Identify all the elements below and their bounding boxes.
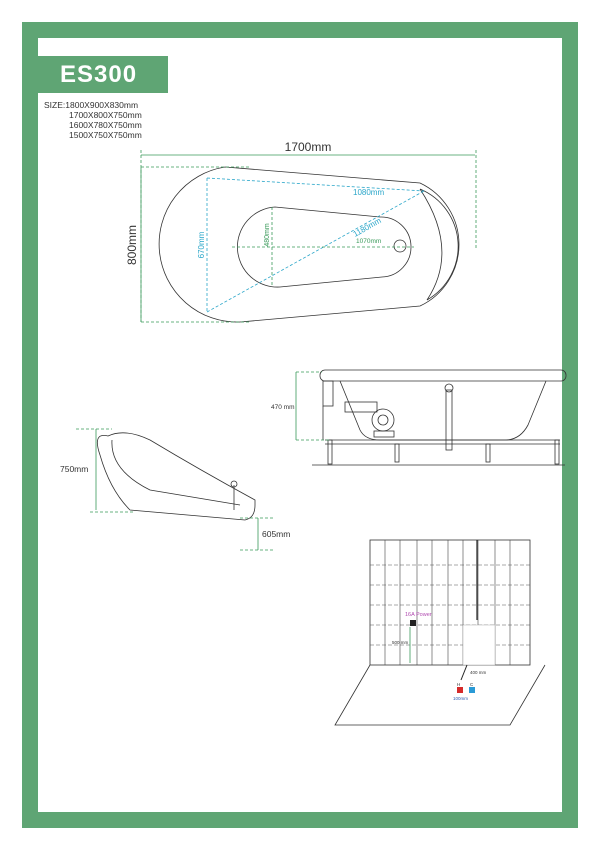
access-panel xyxy=(462,624,496,666)
inner-top-label: 1080mm xyxy=(353,188,384,197)
tub-end-rim xyxy=(419,188,459,301)
overflow-box xyxy=(322,380,334,407)
end-height-label: 605mm xyxy=(262,529,290,539)
model-title: ES300 xyxy=(38,56,168,93)
hot-label: H xyxy=(457,682,460,687)
cold-water-icon xyxy=(469,687,475,693)
tile-grid xyxy=(370,564,530,646)
tap-spacing-label: 100mm xyxy=(453,696,468,701)
hot-water-icon xyxy=(457,687,463,693)
drain-cap xyxy=(444,383,454,393)
size-label: SIZE: xyxy=(44,100,66,110)
basin-width-label: 480mm xyxy=(264,223,271,247)
side-height-label: 470 mm xyxy=(271,404,294,411)
tub-outline xyxy=(158,166,460,323)
tub-rim xyxy=(319,369,567,382)
drain-line xyxy=(460,664,468,681)
perspective-height-label: 750mm xyxy=(60,464,88,474)
pump-icon xyxy=(371,408,395,432)
inner-top-dimension xyxy=(206,177,425,192)
size-list: SIZE:1800X900X830mm 1700X800X750mm 1600X… xyxy=(44,100,142,140)
width-label: 800mm xyxy=(125,225,139,265)
power-socket-icon xyxy=(410,620,416,626)
pipe xyxy=(344,401,378,413)
inner-height-label: 670mm xyxy=(197,231,206,258)
wall xyxy=(369,539,531,666)
power-label: 16A Power xyxy=(405,612,432,618)
size-item: 1600X780X750mm xyxy=(69,120,142,130)
power-height-label: 500 mm xyxy=(392,640,409,645)
top-view: 1700mm 800mm 1080mm 1180mm 670mm 480mm 1… xyxy=(125,140,477,323)
size-item: 1500X750X750mm xyxy=(69,130,142,140)
tub-inner-curve xyxy=(111,439,241,506)
cold-label: C xyxy=(470,682,474,687)
floor xyxy=(334,664,546,726)
pump-center xyxy=(377,414,389,426)
perspective-view: 750mm 605mm xyxy=(60,428,290,551)
tub-body xyxy=(339,380,547,441)
drain-icon xyxy=(393,239,407,253)
size-item: 1800X900X830mm xyxy=(65,100,139,110)
basin-length-label: 1070mm xyxy=(356,238,381,245)
installation-view: 16A Power 500 mm 400 mm H C 100mm xyxy=(334,539,546,726)
side-view: 470 mm xyxy=(271,369,567,466)
diagonal-dimension xyxy=(206,190,425,313)
basin-outline xyxy=(237,206,412,288)
frame-legs xyxy=(327,439,560,465)
tub-perspective xyxy=(96,432,256,521)
drain-pipe xyxy=(445,389,453,451)
size-item: 1700X800X750mm xyxy=(69,110,142,120)
diagonal-label: 1180mm xyxy=(352,216,383,239)
drain-distance-label: 400 mm xyxy=(470,670,487,675)
faucet-head xyxy=(230,480,238,488)
length-label: 1700mm xyxy=(285,140,332,154)
pump-base xyxy=(373,430,395,438)
page-content-area xyxy=(38,38,562,812)
